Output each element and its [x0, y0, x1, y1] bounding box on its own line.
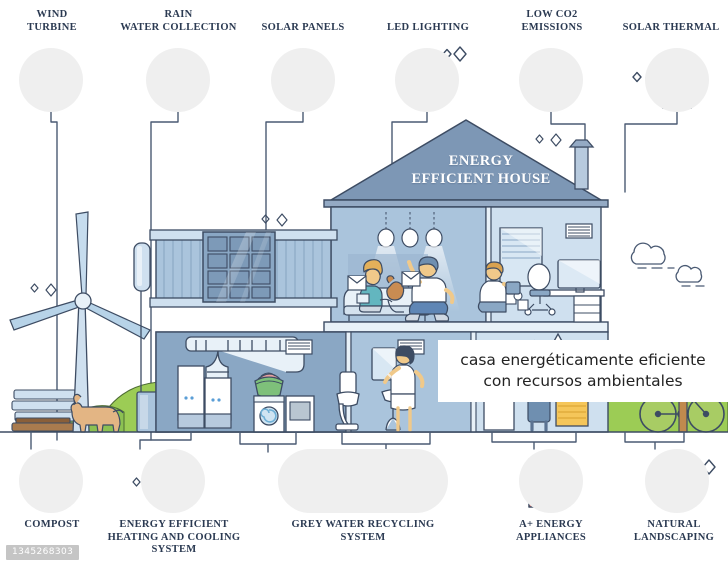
badge-solar-panels [271, 48, 335, 112]
badge-led-lighting [395, 48, 459, 112]
badge-a-plus-energy [519, 449, 583, 513]
badge-rain-water [146, 48, 210, 112]
watermark-id: 1345268303 [6, 545, 80, 560]
badge-wind-turbine [19, 48, 83, 112]
badge-grey-water [278, 449, 448, 513]
house-title: ENERGY EFFICIENT HOUSE [411, 153, 551, 187]
badge-compost [19, 449, 83, 513]
badge-low-co2 [519, 48, 583, 112]
badge-heating-cooling [141, 449, 205, 513]
badge-landscaping [645, 449, 709, 513]
badge-solar-thermal [645, 48, 709, 112]
overlay-caption: casa energéticamente eficiente con recur… [438, 340, 728, 402]
